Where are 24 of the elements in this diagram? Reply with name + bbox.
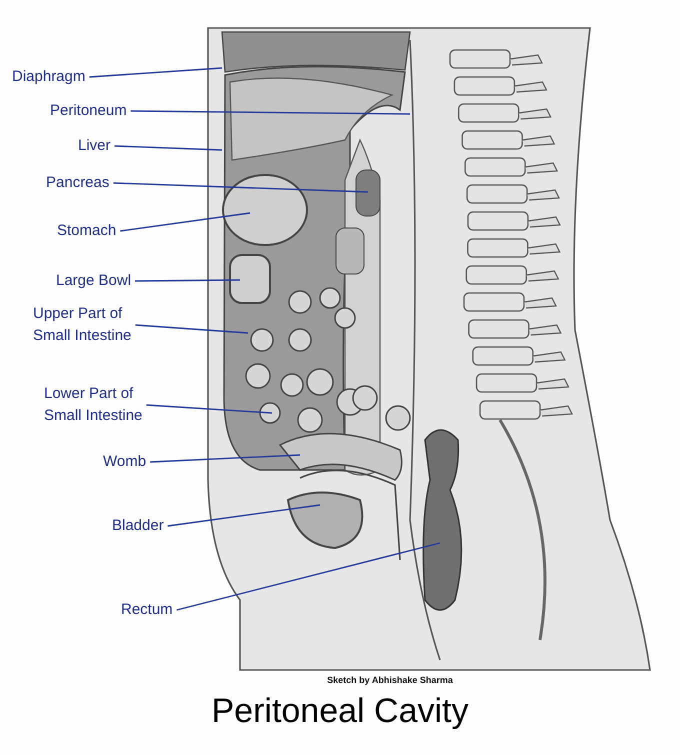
organ-label: Bladder: [112, 517, 164, 534]
leader-line: [120, 212, 250, 232]
organ-label: Liver: [78, 137, 111, 154]
leader-line: [113, 182, 368, 193]
diagram-title: Peritoneal Cavity: [210, 692, 470, 731]
leader-line: [168, 504, 320, 527]
organ-label: Peritoneum: [50, 102, 127, 119]
organ-label: Upper Part of Small Intestine: [33, 305, 132, 344]
leader-line: [146, 404, 272, 414]
organ-label: Pancreas: [46, 174, 110, 191]
leader-line: [89, 67, 222, 78]
leader-line: [135, 279, 240, 282]
leader-line: [130, 110, 410, 115]
leader-line: [135, 324, 248, 334]
leader-line: [114, 145, 222, 151]
leader-line: [150, 454, 300, 463]
organ-label: Diaphragm: [12, 68, 86, 85]
organ-label: Stomach: [57, 222, 116, 239]
organ-label: Rectum: [121, 601, 173, 618]
leader-line: [176, 542, 440, 611]
organ-label: Large Bowl: [56, 272, 132, 289]
organ-label: Lower Part of Small Intestine: [44, 385, 142, 424]
credit-text: Sketch by Abhishake Sharma: [326, 675, 454, 685]
organ-label: Womb: [103, 453, 146, 470]
